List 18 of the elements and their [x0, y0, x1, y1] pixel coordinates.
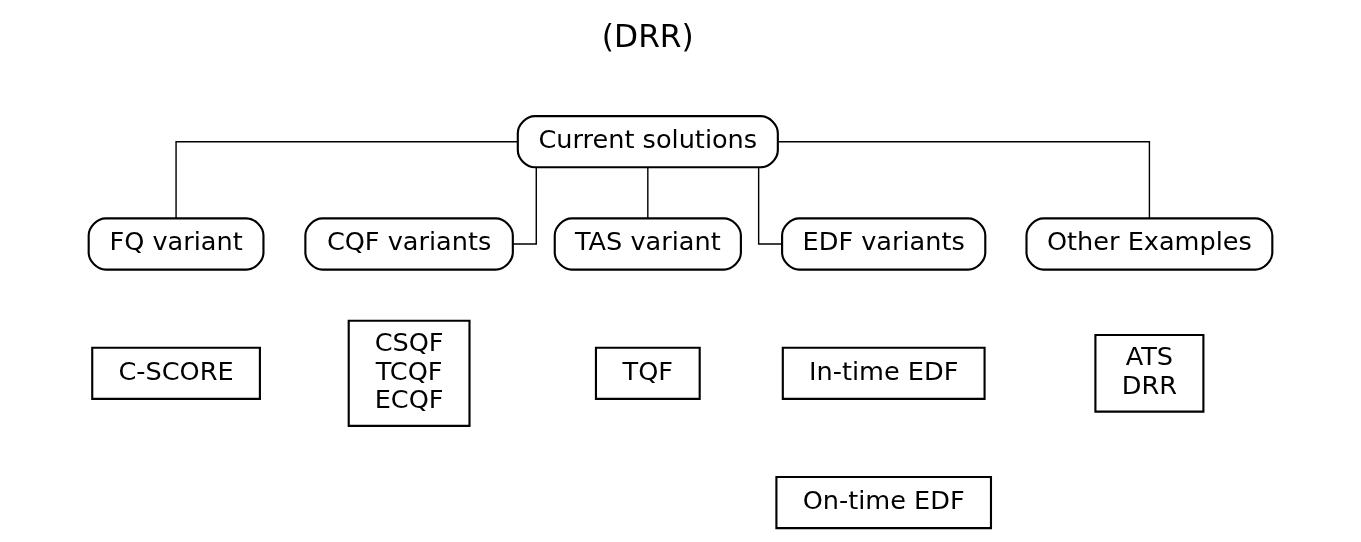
node-box: EDF variants	[781, 217, 987, 271]
node-box: On-time EDF	[775, 475, 993, 530]
node-box: TAS variant	[553, 217, 742, 271]
node-box: CQF variants	[304, 217, 514, 271]
node-box: TQF	[594, 346, 701, 400]
label: (DRR)	[601, 18, 694, 55]
connector	[175, 141, 519, 219]
node-box: Current solutions	[516, 115, 779, 169]
node-box: C-SCORE	[91, 346, 261, 400]
node-box: CSQF TCQF ECQF	[347, 319, 471, 427]
node-box: ATS DRR	[1094, 333, 1205, 413]
connector	[757, 166, 783, 245]
connector	[777, 141, 1151, 219]
node-box: In-time EDF	[781, 346, 986, 400]
connector	[512, 166, 537, 245]
node-box: Other Examples	[1025, 217, 1274, 271]
node-box: FQ variant	[87, 217, 265, 271]
connector	[647, 166, 649, 219]
